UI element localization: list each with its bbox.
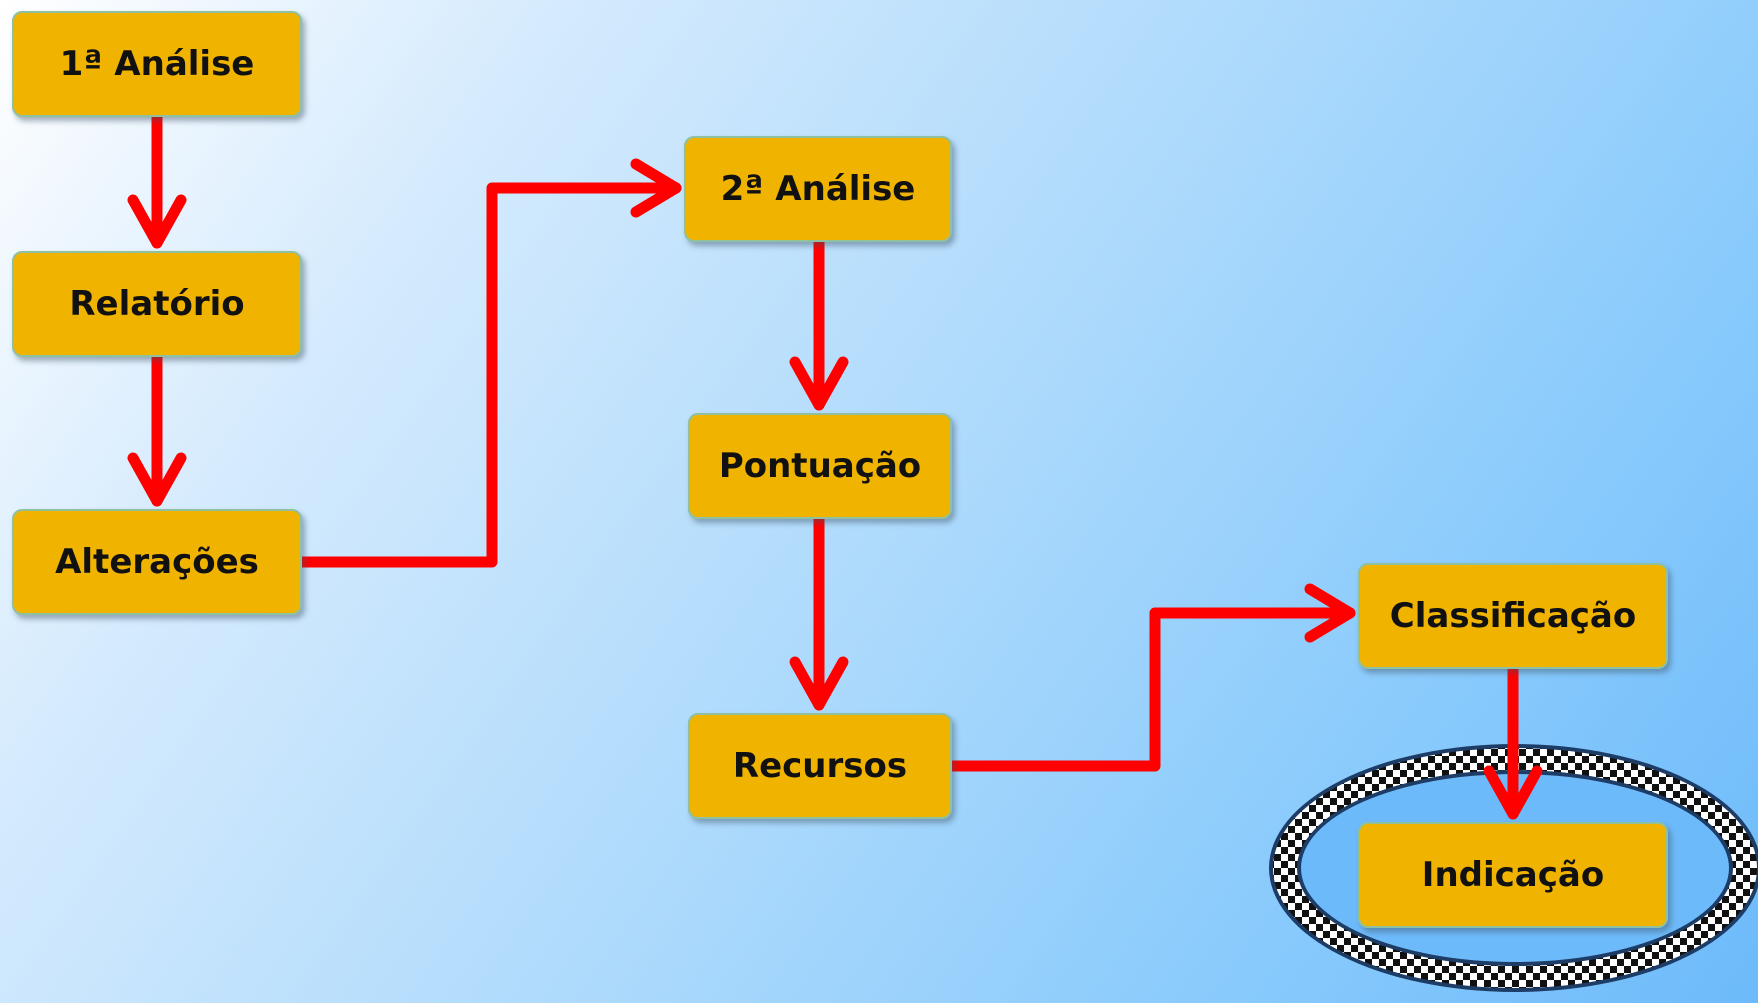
- node-relatorio: Relatório: [12, 251, 302, 357]
- arrow-alteracoes-to-analise2: [296, 158, 682, 568]
- node-2a-analise: 2ª Análise: [684, 136, 952, 242]
- node-pontuacao: Pontuação: [688, 413, 952, 519]
- arrow-classificacao-to-indicacao: [1483, 663, 1543, 820]
- arrow-analise2-to-pontuacao: [789, 236, 849, 411]
- node-alteracoes: Alterações: [12, 509, 302, 615]
- arrow-pontuacao-to-recursos: [789, 513, 849, 711]
- arrow-relatorio-to-alteracoes: [127, 351, 187, 507]
- arrow-analise1-to-relatorio: [127, 111, 187, 249]
- node-indicacao: Indicação: [1358, 822, 1668, 928]
- node-classificacao: Classificação: [1358, 563, 1668, 669]
- arrow-recursos-to-classificacao: [946, 583, 1356, 772]
- node-1a-analise: 1ª Análise: [12, 11, 302, 117]
- node-recursos: Recursos: [688, 713, 952, 819]
